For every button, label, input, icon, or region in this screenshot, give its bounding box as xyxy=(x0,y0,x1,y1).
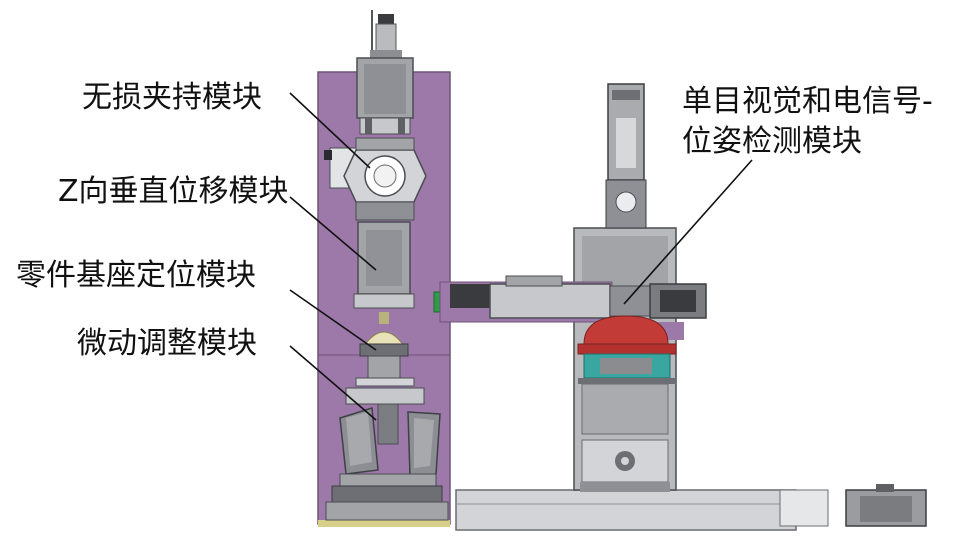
right-station xyxy=(433,83,927,531)
label-fine-adjust-module: 微动调整模块 xyxy=(77,326,257,361)
z-vertical-module xyxy=(353,221,415,309)
label-base-module: 零件基座定位模块 xyxy=(16,258,256,293)
leader-base xyxy=(289,289,377,351)
leader-lines xyxy=(289,92,753,421)
left-station xyxy=(317,10,451,527)
label-vision-module-line1: 单目视觉和电信号- xyxy=(682,84,933,119)
fine-adjustment-module xyxy=(339,387,441,487)
clamp-housing xyxy=(356,57,414,135)
leader-fine xyxy=(289,345,377,421)
leader-z xyxy=(289,196,377,271)
label-clamp-module: 无损夹持模块 xyxy=(82,80,262,115)
label-z-module: Z向垂直位移模块 xyxy=(58,174,289,209)
label-vision-module-line2: 位姿检测模块 xyxy=(682,124,862,159)
linear-rail xyxy=(455,484,927,531)
electrical-signal-fixture xyxy=(577,315,677,384)
leader-vision xyxy=(623,159,753,305)
leader-clamp xyxy=(289,92,371,169)
vertical-motor xyxy=(605,83,647,229)
left-base xyxy=(325,485,449,521)
top-connector xyxy=(370,10,402,60)
